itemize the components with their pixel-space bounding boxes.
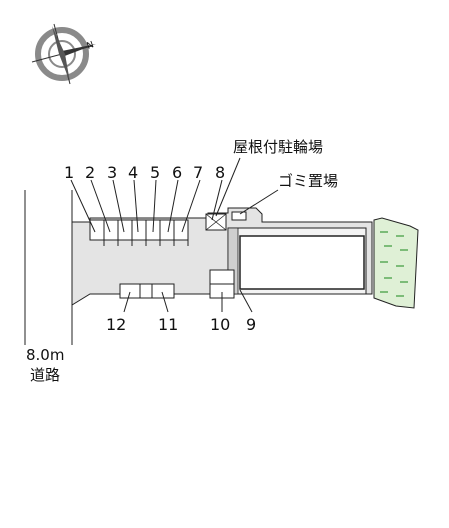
space-label-11: 11	[158, 315, 178, 334]
parking-stalls-south	[119, 283, 175, 299]
space-label-7: 7	[193, 163, 203, 182]
label-garbage-area: ゴミ置場	[278, 172, 338, 190]
space-label-12: 12	[106, 315, 126, 334]
space-label-4: 4	[128, 163, 138, 182]
space-label-8: 8	[215, 163, 225, 182]
space-label-5: 5	[150, 163, 160, 182]
road-width-label: 8.0m	[26, 346, 64, 364]
label-roof-bicycle-parking: 屋根付駐輪場	[233, 138, 323, 156]
space-label-2: 2	[85, 163, 95, 182]
compass-icon: N	[31, 23, 96, 85]
leader-lines	[70, 157, 279, 313]
road-label: 道路	[30, 366, 60, 384]
green-area-hatching	[380, 231, 408, 297]
space-label-10: 10	[210, 315, 230, 334]
parking-stalls-north	[89, 219, 189, 246]
building-main	[239, 235, 365, 290]
space-label-1: 1	[64, 163, 74, 182]
space-label-3: 3	[107, 163, 117, 182]
space-label-6: 6	[172, 163, 182, 182]
compass-north-label: N	[86, 40, 96, 52]
space-label-9: 9	[246, 315, 256, 334]
green-area	[373, 217, 419, 309]
garbage-enclosure	[231, 211, 247, 221]
